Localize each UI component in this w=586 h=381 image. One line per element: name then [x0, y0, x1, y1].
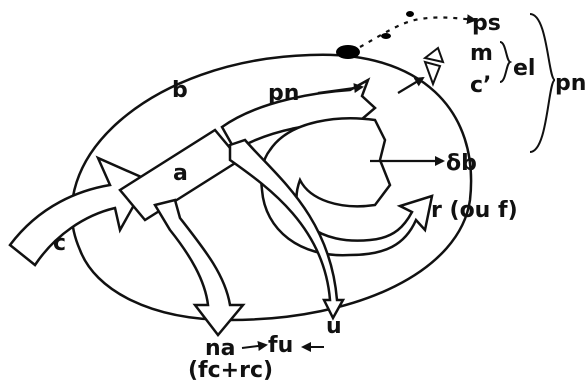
el-brace — [499, 41, 513, 83]
label-el: el — [513, 56, 535, 81]
label-a: a — [173, 161, 188, 186]
label-pn-inner: pn — [268, 81, 299, 106]
egg-dot — [381, 33, 391, 39]
gonad-spot — [336, 45, 360, 59]
label-c: c — [53, 231, 66, 256]
na-to-fu-arrow — [241, 341, 268, 351]
el-arrow — [397, 76, 425, 94]
label-fu: fu — [268, 333, 293, 358]
label-m: m — [470, 41, 493, 66]
label-r-ou-f: r (ou f) — [431, 198, 518, 223]
production-band — [220, 77, 377, 152]
label-fc-rc: (fc+rc) — [188, 358, 273, 381]
egg-dot — [406, 11, 414, 17]
na-output-arrow — [153, 198, 246, 338]
pn-inner-arrow — [317, 83, 364, 95]
label-b: b — [172, 78, 188, 103]
label-na: na — [205, 336, 236, 361]
u-output-arrow — [228, 138, 346, 321]
ps-dashed-line — [359, 14, 477, 48]
label-u: u — [326, 314, 342, 339]
pn-outer-brace — [529, 13, 556, 153]
label-delta-b: δb — [446, 151, 477, 176]
label-pn-outer: pn — [555, 71, 586, 96]
label-c-prime: c’ — [470, 73, 491, 98]
el-cone — [422, 46, 445, 87]
label-ps: ps — [472, 11, 501, 36]
